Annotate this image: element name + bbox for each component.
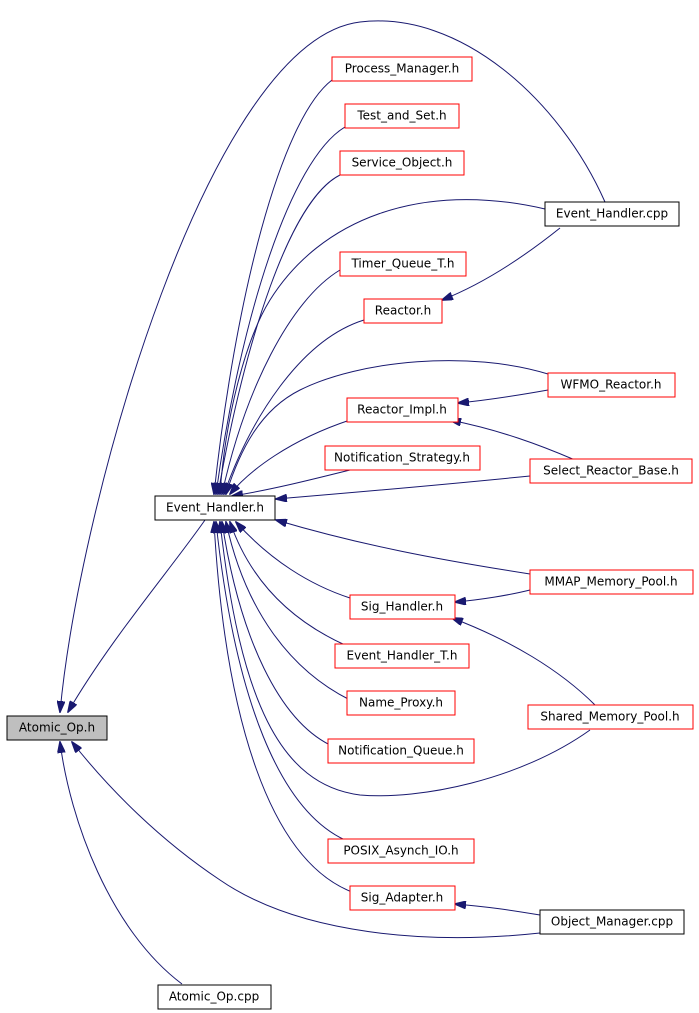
node-label: POSIX_Asynch_IO.h	[343, 844, 458, 858]
node-box	[529, 458, 693, 484]
node-posix-asynch-io-h[interactable]: POSIX_Asynch_IO.h	[327, 838, 475, 864]
node-atomic-op-h[interactable]: Atomic_Op.h	[6, 715, 108, 741]
node-box	[529, 569, 694, 595]
node-mmap-memory-pool-h[interactable]: MMAP_Memory_Pool.h	[529, 569, 694, 595]
node-box	[547, 372, 676, 398]
node-box	[6, 715, 108, 741]
edge-mmap-memory-pool-h-to-sig-handler-h	[455, 589, 531, 602]
node-wfmo-reactor-h[interactable]: WFMO_Reactor.h	[547, 372, 676, 398]
node-label: MMAP_Memory_Pool.h	[544, 575, 677, 589]
node-box	[346, 397, 459, 423]
edge-wfmo-reactor-h-to-reactor-impl-h	[458, 389, 549, 403]
edge-select-reactor-base-h-to-event-handler-h	[276, 475, 531, 499]
node-notification-strategy-h[interactable]: Notification_Strategy.h	[324, 445, 481, 471]
node-box	[349, 594, 456, 620]
node-box	[327, 838, 475, 864]
edge-sig-handler-h-to-event-handler-h	[236, 522, 351, 599]
node-event-handler-t-h[interactable]: Event_Handler_T.h	[334, 643, 470, 669]
node-reactor-impl-h[interactable]: Reactor_Impl.h	[346, 397, 459, 423]
edge-event-handler-cpp-to-event-handler-h	[220, 199, 546, 494]
node-label: Atomic_Op.cpp	[169, 990, 259, 1004]
edge-event-handler-t-h-to-event-handler-h	[230, 522, 346, 646]
node-object-manager-cpp[interactable]: Object_Manager.cpp	[539, 909, 685, 935]
node-label: Test_and_Set.h	[356, 109, 446, 123]
nodes-layer: Atomic_Op.h Event_Handler.h Atomic_Op.cp…	[6, 56, 694, 1010]
node-label: Event_Handler.h	[166, 501, 264, 515]
node-label: Notification_Strategy.h	[334, 451, 470, 465]
node-label: Service_Object.h	[352, 156, 453, 170]
edge-name-proxy-h-to-event-handler-h	[226, 522, 351, 701]
edge-shared-memory-pool-h-to-sig-handler-h	[452, 618, 596, 706]
node-label: Select_Reactor_Base.h	[543, 464, 679, 478]
node-box	[527, 704, 694, 730]
edge-service-object-h-to-event-handler-h	[218, 174, 341, 494]
edge-event-handler-cpp-to-reactor-h	[442, 227, 561, 300]
edge-select-reactor-base-h-to-reactor-impl-h	[450, 420, 576, 461]
node-label: Object_Manager.cpp	[551, 915, 673, 929]
node-box	[334, 643, 470, 669]
edge-atomic-op-cpp-to-atomic-op-h	[60, 742, 183, 985]
node-label: Name_Proxy.h	[359, 696, 443, 710]
edge-reactor-h-to-event-handler-h	[224, 319, 365, 494]
node-notification-queue-h[interactable]: Notification_Queue.h	[327, 738, 475, 764]
node-box	[349, 885, 456, 911]
node-sig-adapter-h[interactable]: Sig_Adapter.h	[349, 885, 456, 911]
node-box	[339, 150, 465, 176]
node-label: Timer_Queue_T.h	[350, 257, 454, 271]
node-label: Event_Handler.cpp	[556, 207, 668, 221]
node-box	[339, 251, 467, 277]
node-box	[344, 103, 460, 129]
node-label: Notification_Queue.h	[338, 744, 464, 758]
edge-notification-strategy-h-to-event-handler-h	[232, 469, 351, 496]
node-reactor-h[interactable]: Reactor.h	[363, 298, 443, 324]
node-atomic-op-cpp[interactable]: Atomic_Op.cpp	[157, 984, 272, 1010]
node-box	[539, 909, 685, 935]
edge-wfmo-reactor-h-to-event-handler-h	[226, 360, 549, 494]
node-event-handler-h[interactable]: Event_Handler.h	[154, 495, 276, 521]
node-label: WFMO_Reactor.h	[561, 378, 662, 392]
node-name-proxy-h[interactable]: Name_Proxy.h	[346, 690, 456, 716]
edge-test-and-set-h-to-event-handler-h	[216, 126, 346, 494]
node-label: Reactor.h	[375, 304, 431, 318]
node-box	[346, 690, 456, 716]
edge-event-handler-h-to-atomic-op-h	[68, 519, 206, 712]
node-label: Atomic_Op.h	[19, 721, 95, 735]
node-label: Shared_Memory_Pool.h	[540, 710, 679, 724]
node-box	[363, 298, 443, 324]
node-box	[324, 445, 481, 471]
node-label: Sig_Handler.h	[361, 600, 443, 614]
node-timer-queue-t-h[interactable]: Timer_Queue_T.h	[339, 251, 467, 277]
node-label: Process_Manager.h	[345, 62, 459, 76]
node-box	[327, 738, 475, 764]
node-label: Reactor_Impl.h	[357, 403, 447, 417]
edge-event-handler-cpp-to-atomic-op-h	[60, 20, 606, 712]
edge-shared-memory-pool-h-to-event-handler-h	[220, 522, 591, 797]
node-label: Event_Handler_T.h	[347, 649, 458, 663]
node-shared-memory-pool-h[interactable]: Shared_Memory_Pool.h	[527, 704, 694, 730]
edge-sig-adapter-h-to-event-handler-h	[214, 522, 353, 893]
edge-object-manager-cpp-to-atomic-op-h	[72, 742, 541, 938]
node-box	[157, 984, 272, 1010]
edge-object-manager-cpp-to-sig-adapter-h	[455, 904, 541, 916]
edge-notification-queue-h-to-event-handler-h	[222, 522, 331, 746]
edge-timer-queue-t-h-to-event-handler-h	[222, 269, 341, 494]
edges-layer	[60, 20, 606, 985]
node-label: Sig_Adapter.h	[361, 891, 444, 905]
edge-mmap-memory-pool-h-to-event-handler-h	[276, 520, 531, 575]
node-event-handler-cpp[interactable]: Event_Handler.cpp	[544, 201, 680, 227]
edge-process-manager-h-to-event-handler-h	[214, 79, 333, 494]
node-select-reactor-base-h[interactable]: Select_Reactor_Base.h	[529, 458, 693, 484]
node-box	[154, 495, 276, 521]
node-process-manager-h[interactable]: Process_Manager.h	[331, 56, 473, 82]
edge-reactor-impl-h-to-event-handler-h	[230, 419, 351, 494]
node-sig-handler-h[interactable]: Sig_Handler.h	[349, 594, 456, 620]
node-box	[544, 201, 680, 227]
node-box	[331, 56, 473, 82]
edge-posix-asynch-io-h-to-event-handler-h	[216, 522, 346, 841]
node-service-object-h[interactable]: Service_Object.h	[339, 150, 465, 176]
node-test-and-set-h[interactable]: Test_and_Set.h	[344, 103, 460, 129]
